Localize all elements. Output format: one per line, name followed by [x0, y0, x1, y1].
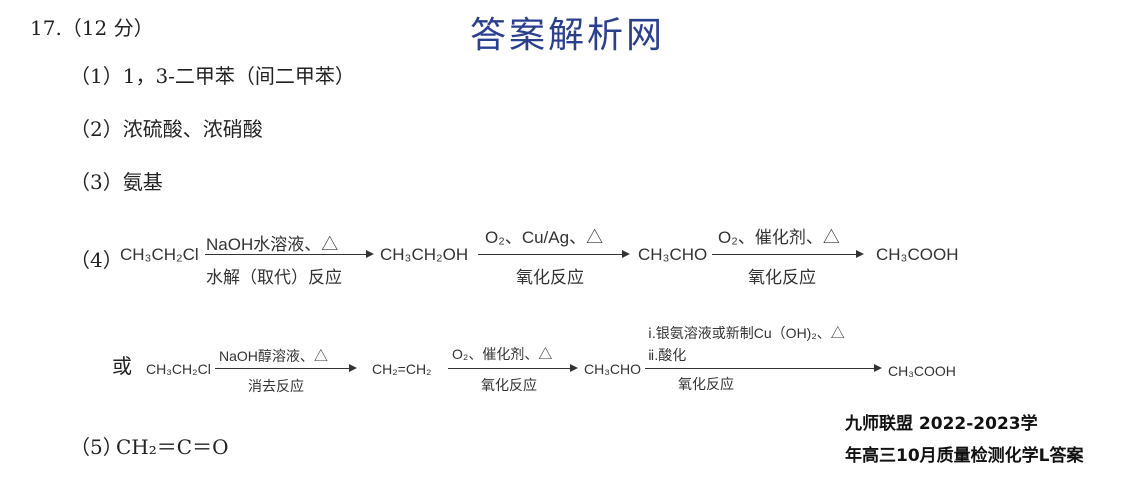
- answer-5-formula: CH₂＝C＝O: [116, 435, 229, 459]
- watermark-logo: 答案解析网: [470, 15, 666, 56]
- route1-arrow-3: [712, 250, 864, 258]
- route1-condition-2-bottom: 氧化反应: [516, 268, 584, 287]
- route2-condition-2-top: O₂、催化剂、△: [452, 346, 553, 362]
- route1-compound-1: CH₃CH₂Cl: [120, 245, 199, 264]
- route1-condition-3-bottom: 氧化反应: [748, 268, 816, 287]
- route1-compound-3: CH₃CHO: [638, 245, 708, 264]
- route1-compound-4: CH₃COOH: [876, 245, 959, 264]
- route1-condition-1-bottom: 水解（取代）反应: [206, 268, 342, 287]
- question-number: 17.（12 分）: [30, 16, 154, 40]
- answer-3: （3）氨基: [70, 170, 163, 194]
- route2-compound-4: CH₃COOH: [888, 363, 956, 379]
- route2-condition-3-top-2: ⅱ.酸化: [648, 347, 687, 363]
- answer-1: （1）1，3-二甲苯（间二甲苯）: [70, 64, 355, 88]
- route1-compound-2: CH₃CH₂OH: [380, 245, 469, 264]
- route1-condition-2-top: O₂、Cu/Ag、△: [485, 228, 604, 247]
- route2-condition-2-bottom: 氧化反应: [481, 377, 537, 393]
- route2-condition-3-bottom: 氧化反应: [678, 376, 734, 392]
- route2-arrow-3: [645, 364, 882, 372]
- answer-4-label: （4）: [70, 248, 123, 272]
- route2-condition-1-bottom: 消去反应: [248, 378, 304, 394]
- route2-condition-1-top: NaOH醇溶液、△: [219, 348, 328, 364]
- source-label-line-2: 年高三10月质量检测化学L答案: [845, 446, 1084, 466]
- route2-compound-2: CH₂=CH₂: [372, 361, 432, 377]
- answer-2: （2）浓硫酸、浓硝酸: [70, 117, 263, 141]
- route2-prefix: 或: [112, 354, 132, 378]
- answer-5-label: （5）: [70, 435, 123, 459]
- route1-condition-1-top: NaOH水溶液、△: [206, 235, 339, 254]
- source-label-line-1: 九师联盟 2022-2023学: [845, 414, 1038, 434]
- route2-arrow-1: [215, 364, 357, 372]
- route2-compound-3: CH₃CHO: [584, 361, 642, 377]
- route1-arrow-1: [205, 250, 374, 258]
- route2-compound-1: CH₃CH₂Cl: [146, 361, 211, 377]
- route2-arrow-2: [448, 364, 578, 372]
- route1-arrow-2: [478, 250, 630, 258]
- route1-condition-3-top: O₂、催化剂、△: [718, 228, 840, 247]
- route2-condition-3-top-1: ⅰ.银氨溶液或新制Cu（OH)₂、△: [648, 325, 845, 341]
